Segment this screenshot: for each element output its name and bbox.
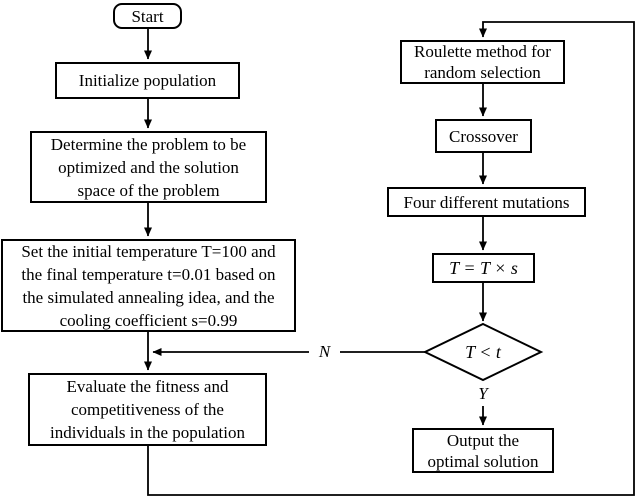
node-mutations-label: Four different mutations (403, 192, 570, 212)
node-temperature-update-label: T = T × s (449, 257, 518, 278)
node-start: Start (113, 3, 182, 29)
node-four-mutations: Four different mutations (387, 187, 586, 217)
node-determine-label: Determine the problem to be optimized an… (50, 134, 247, 200)
node-evaluate-fitness: Evaluate the fitness and competitiveness… (28, 373, 267, 446)
node-start-label: Start (131, 6, 164, 26)
node-output-solution: Output the optimal solution (412, 428, 554, 473)
node-set-temperature-label: Set the initial temperature T=100 and th… (21, 241, 276, 330)
node-temperature-update: T = T × s (432, 253, 535, 283)
node-roulette-label: Roulette method for random selection (414, 42, 551, 82)
node-output-label: Output the optimal solution (427, 430, 539, 471)
node-initialize-population: Initialize population (55, 62, 240, 99)
node-crossover: Crossover (435, 119, 532, 153)
node-decision-label: T < t (465, 341, 501, 362)
node-roulette-selection: Roulette method for random selection (400, 40, 565, 84)
decision-diamond (422, 322, 544, 382)
edge-label-yes: Y (472, 384, 494, 403)
node-evaluate-label: Evaluate the fitness and competitiveness… (49, 377, 245, 442)
node-initialize-label: Initialize population (78, 71, 217, 90)
node-determine-problem: Determine the problem to be optimized an… (30, 131, 267, 203)
edge-evaluate-to-roulette-loop (147, 21, 635, 496)
edge-label-no: N (311, 342, 338, 361)
node-crossover-label: Crossover (449, 126, 518, 146)
node-set-temperature: Set the initial temperature T=100 and th… (1, 239, 296, 332)
